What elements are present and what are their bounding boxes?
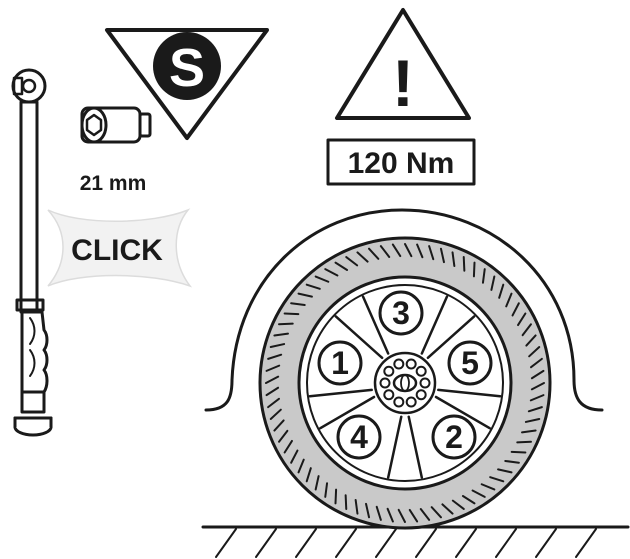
torque-wrench-icon <box>11 68 53 437</box>
sequence-circle <box>336 414 382 460</box>
sequence-circle <box>447 340 493 386</box>
sequence-circle <box>378 290 424 336</box>
hub-nuts <box>379 358 431 408</box>
click-indicator: CLICK <box>47 208 193 288</box>
socket-size-label: 21 mm <box>80 172 147 195</box>
sequence-number: 3 <box>392 295 410 331</box>
wheel: 1 2 3 4 5 <box>258 236 552 530</box>
ground <box>201 525 630 558</box>
warning-icon: ! <box>335 8 471 120</box>
tightening-sequence: 1 2 3 4 5 <box>317 290 493 460</box>
warning-exclamation: ! <box>392 46 414 120</box>
torque-value-label: 120 Nm <box>348 147 455 180</box>
sequence-circle <box>317 340 363 386</box>
sequence-circle <box>431 414 477 460</box>
torque-value-box: 120 Nm <box>326 138 476 186</box>
sequence-number: 1 <box>331 345 349 381</box>
sequence-number: 5 <box>461 345 479 381</box>
rim-spokes <box>308 295 502 479</box>
special-tool-symbol: S <box>105 28 269 140</box>
tire-tread <box>265 243 545 523</box>
click-label: CLICK <box>71 234 163 267</box>
sequence-number: 2 <box>445 419 463 455</box>
special-tool-letter: S <box>169 38 205 98</box>
sequence-number: 4 <box>350 419 368 455</box>
fender-arch <box>204 208 604 412</box>
socket-icon <box>80 106 152 144</box>
